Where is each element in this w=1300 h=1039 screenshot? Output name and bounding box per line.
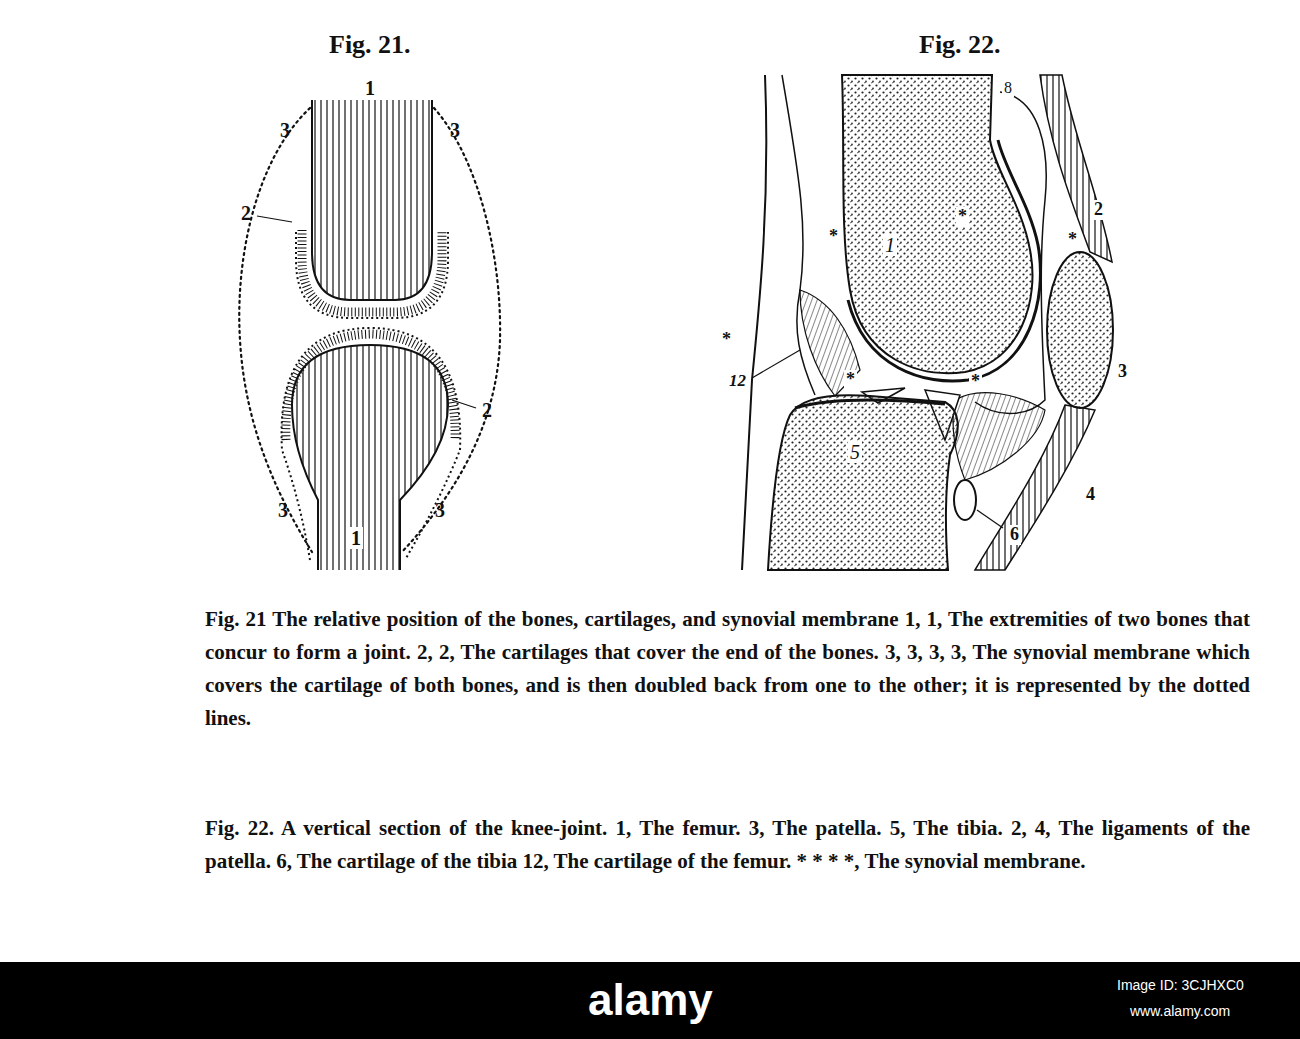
tibia-cartilage [795, 400, 945, 408]
patella [1047, 252, 1113, 408]
callout-number: 1 [349, 527, 363, 549]
figure-22 [742, 75, 1113, 570]
callout-number: 3 [278, 499, 288, 521]
watermark-logo: alamy [588, 976, 713, 1024]
femur-cartilage [848, 140, 1040, 381]
figure-caption: Fig. 21 The relative position of the bon… [205, 603, 1250, 735]
callout-number: 5 [848, 441, 862, 463]
callout-asterisk: * [1066, 230, 1079, 250]
figure-caption: Fig. 22. A vertical section of the knee-… [205, 812, 1250, 878]
callout-number: 2 [1092, 200, 1105, 220]
watermark-bar [0, 962, 1300, 1039]
synovial-capsule [239, 108, 312, 552]
bursa [954, 480, 976, 520]
leader-line [752, 350, 800, 378]
posterior-tissue [742, 75, 766, 570]
callout-number: 1 [365, 77, 375, 99]
callout-number: 3 [435, 499, 445, 521]
synovial-membrane [975, 92, 1046, 414]
lower-synovial [282, 328, 461, 560]
callout-asterisk: * [969, 372, 982, 392]
femur [842, 75, 1032, 373]
fat-pad [953, 393, 1045, 480]
image-id: Image ID: 3CJHXC0 [1117, 978, 1244, 993]
upper-bone [312, 100, 432, 300]
callout-number: 6 [1008, 525, 1021, 545]
callout-number: 8 [1002, 79, 1014, 97]
callout-number: 1 [883, 234, 897, 256]
upper-synovial [296, 232, 448, 318]
callout-number: 3 [280, 119, 290, 141]
lower-bone [292, 345, 448, 570]
callout-number: 4 [1084, 485, 1097, 505]
callout-asterisk: * [720, 330, 733, 350]
upper-cartilage [302, 230, 442, 312]
callout-number: 3 [1116, 362, 1129, 382]
quadriceps-tendon [1040, 75, 1112, 262]
leader-line [452, 400, 476, 408]
lower-cartilage [286, 334, 455, 440]
leader-line [257, 216, 292, 222]
callout-number: 2 [241, 202, 251, 224]
callout-number: 12 [727, 372, 748, 391]
figure-heading: Fig. 22. [919, 31, 1001, 60]
watermark-url: www.alamy.com [1130, 1004, 1230, 1019]
callout-asterisk: * [827, 227, 840, 247]
callout-number: 3 [450, 119, 460, 141]
callout-asterisk: * [844, 370, 857, 390]
callout-asterisk: * [956, 207, 969, 227]
figure-heading: Fig. 21. [329, 31, 411, 60]
tibia [768, 395, 958, 570]
figure-21 [239, 100, 500, 570]
leader-line [977, 510, 1003, 528]
callout-number: 2 [482, 399, 492, 421]
